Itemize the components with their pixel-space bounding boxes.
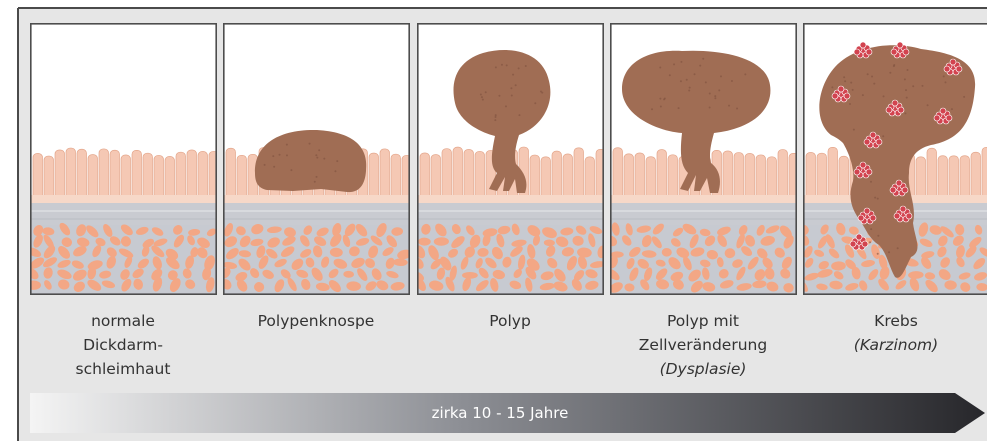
timeline-label: zirka 10 - 15 Jahre (30, 400, 970, 426)
muscularis-band (610, 203, 797, 225)
panel-polyp-bud (223, 23, 410, 295)
panel-polyp-dysplasia (610, 23, 797, 295)
panel-normal-mucosa (30, 23, 217, 295)
label-normal-mucosa: normale Dickdarm- schleimhaut (23, 309, 223, 381)
muscularis-band (417, 203, 604, 225)
label-line: Krebs (796, 309, 987, 333)
label-polyp: Polyp (410, 309, 610, 333)
label-italic-term: (Karzinom) (796, 333, 987, 357)
mucosa-base (417, 195, 604, 203)
label-polyp-dysplasia: Polyp mit Zellveränderung (Dysplasie) (603, 309, 803, 381)
label-line: Polyp mit (603, 309, 803, 333)
mucosa-base (30, 195, 217, 203)
label-line: Dickdarm- (23, 333, 223, 357)
label-line: schleimhaut (23, 357, 223, 381)
panel-polyp (417, 23, 604, 295)
mucosa-base (610, 195, 797, 203)
mucosa-base (223, 195, 410, 203)
muscularis-band (30, 203, 217, 225)
panel-cancer (803, 23, 987, 295)
label-line: Polyp (410, 309, 610, 333)
label-line: Polypenknospe (216, 309, 416, 333)
label-italic-term: (Dysplasie) (603, 357, 803, 381)
label-cancer: Krebs (Karzinom) (796, 309, 987, 357)
label-line: Zellveränderung (603, 333, 803, 357)
label-line: normale (23, 309, 223, 333)
mucosa-villi (33, 148, 217, 201)
label-polyp-bud: Polypenknospe (216, 309, 416, 333)
muscularis-band (223, 203, 410, 225)
